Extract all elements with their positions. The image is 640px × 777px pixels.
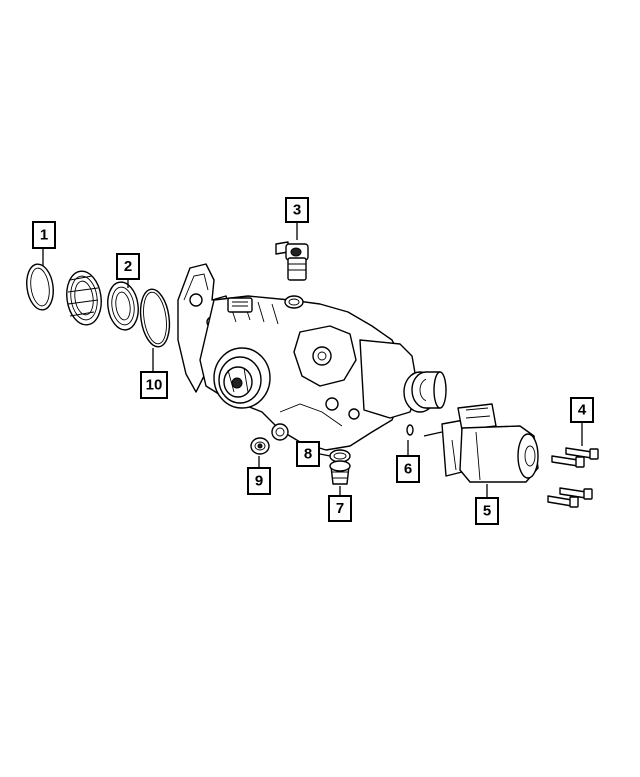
part-10-o-ring (139, 288, 171, 348)
part-7-plug (329, 460, 351, 485)
plug-washer (271, 423, 289, 441)
callout-9-label: 9 (255, 473, 263, 490)
callout-9: 9 (247, 467, 271, 495)
part-8-washer (329, 449, 351, 463)
callout-4: 4 (570, 397, 594, 423)
callout-8-label: 8 (304, 446, 312, 463)
callout-1-label: 1 (40, 227, 48, 244)
part-4-bolts (547, 447, 599, 508)
callout-10-label: 10 (146, 377, 163, 394)
callout-1: 1 (32, 221, 56, 249)
transfer-case-housing (177, 263, 447, 451)
part-1-snap-ring (26, 263, 54, 311)
callout-5: 5 (475, 497, 499, 525)
leader-lines (42, 222, 583, 498)
callout-2: 2 (116, 253, 140, 280)
callout-10: 10 (140, 371, 168, 399)
part-6-o-ring (406, 424, 414, 436)
callout-8: 8 (296, 441, 320, 467)
part-9-plug (250, 437, 270, 455)
callout-7-label: 7 (336, 500, 344, 517)
part-3-sensor (275, 241, 309, 281)
callout-4-label: 4 (578, 402, 587, 419)
callout-5-label: 5 (483, 503, 491, 520)
part-5-shift-motor (423, 403, 539, 483)
bearing (66, 270, 102, 326)
callout-6: 6 (396, 455, 420, 483)
callout-7: 7 (328, 495, 352, 522)
part-2-seal (107, 281, 139, 331)
callout-6-label: 6 (404, 461, 412, 478)
callout-3: 3 (285, 197, 309, 223)
callout-2-label: 2 (124, 258, 132, 275)
callout-3-label: 3 (293, 202, 301, 219)
